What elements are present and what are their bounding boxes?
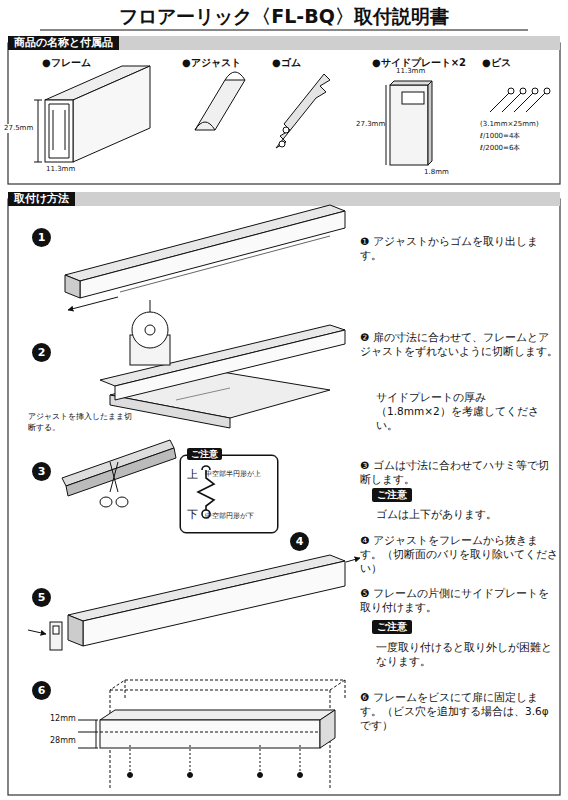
instruction-text: ❻ フレームをビスにて扉に固定します。（ビス穴を追加する場合は、3.6φです） (360, 690, 558, 733)
heading-text: 商品の名称と付属品 (14, 36, 113, 49)
instruction-text: ❸ ゴムは寸法に合わせてハサミ等で切断します。 (360, 458, 558, 486)
note-text: 中空部半円形が上 (205, 470, 261, 479)
heading-text: ご注意 (377, 621, 407, 632)
dimension-label: 27.3mm (356, 120, 385, 129)
note-text: 上 (187, 468, 198, 483)
dimension-label: ℓ/2000=6本 (480, 144, 520, 153)
instruction-text: サイドプレートの厚み（1.8mm×2）を考慮してください。 (376, 390, 558, 433)
step-number-text: 6 (38, 684, 46, 697)
dimension-label: ℓ/1000=4本 (480, 132, 520, 141)
part-name: ●アジャスト (182, 56, 241, 70)
dimension-label: (3.1mm×25mm) (480, 120, 539, 129)
note-text: 下 (187, 508, 198, 523)
dimension-label: 11.3mm (396, 67, 425, 76)
step-number: 3 (32, 462, 51, 481)
step-number: 1 (32, 228, 51, 247)
page-title: フロアーリック〈FL-BQ〉取付説明書 (0, 4, 568, 30)
step-number-text: 5 (38, 591, 46, 604)
part-name: ●ゴム (272, 56, 301, 70)
dimension-label: アジャストを挿入したまま切断する。 (28, 412, 132, 434)
instruction-text: ゴムは上下があります。 (376, 507, 558, 521)
part-name: ●フレーム (42, 56, 91, 70)
instruction-text: ❷ 扉の寸法に合わせて、フレームとアジャストをずれないように切断します。 (360, 330, 558, 358)
caution-tag: ご注意 (187, 448, 222, 460)
step-number: 5 (32, 588, 51, 607)
part-name: ●ビス (482, 56, 511, 70)
heading-text: 取付け方法 (14, 192, 69, 205)
step-number-text: 1 (38, 231, 46, 244)
dimension-label: 11.3mm (46, 165, 75, 174)
dimension-label: 28mm (50, 736, 76, 747)
note-text: 中空部円形が下 (205, 512, 254, 521)
step-number-text: 4 (296, 535, 304, 548)
instruction-text: ❹ アジャストをフレームから抜きます。（切断面のバリを取り除いてください） (360, 533, 558, 576)
instruction-text: ❶ アジャストからゴムを取り出します。 (360, 234, 558, 262)
section-band: 商品の名称と付属品 (8, 36, 119, 50)
caution-tag: ご注意 (372, 488, 412, 502)
step-number-text: 3 (38, 465, 46, 478)
step-number: 6 (32, 681, 51, 700)
instruction-text: 一度取り付けると取り外しが困難となります。 (376, 640, 558, 668)
step-number-text: 2 (38, 346, 46, 359)
dimension-label: 27.5mm (4, 124, 33, 133)
step-number: 2 (32, 343, 51, 362)
dimension-label: 12mm (50, 714, 76, 725)
caution-box: ご注意上中空部半円形が上下中空部円形が下 (180, 455, 278, 533)
instruction-text: ❺ フレームの片側にサイドプレートを取り付けます。 (360, 586, 558, 614)
dimension-label: 1.8mm (424, 168, 449, 177)
heading-text: ご注意 (377, 489, 407, 500)
caution-tag: ご注意 (372, 620, 412, 634)
step-number: 4 (290, 532, 309, 551)
section-band: 取付け方法 (8, 192, 75, 206)
